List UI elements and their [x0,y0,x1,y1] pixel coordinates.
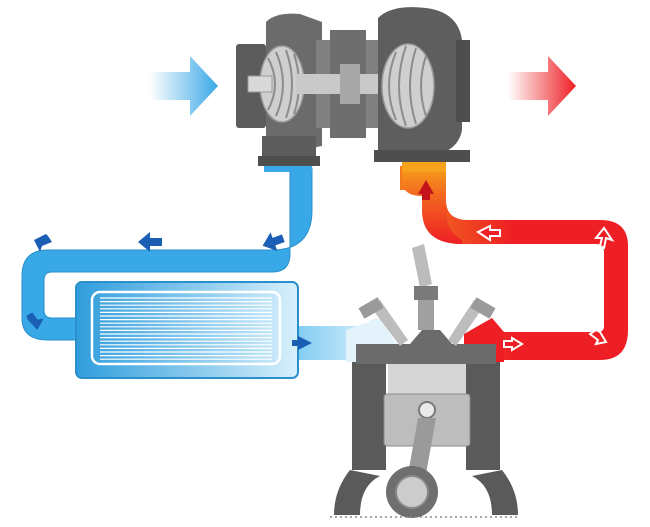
intake-air-arrow-icon [150,56,218,116]
flow-arrow-icon [418,180,434,200]
intercooler-icon [75,281,299,379]
turbine-icon [374,7,470,162]
exhaust-out-arrow-icon [508,56,576,116]
flow-arrow-icon [26,232,312,350]
turbocharger [236,7,470,166]
engine-cylinder-icon [330,244,520,518]
intercooler-fins [100,297,272,360]
flow-arrow-icon [476,224,615,352]
